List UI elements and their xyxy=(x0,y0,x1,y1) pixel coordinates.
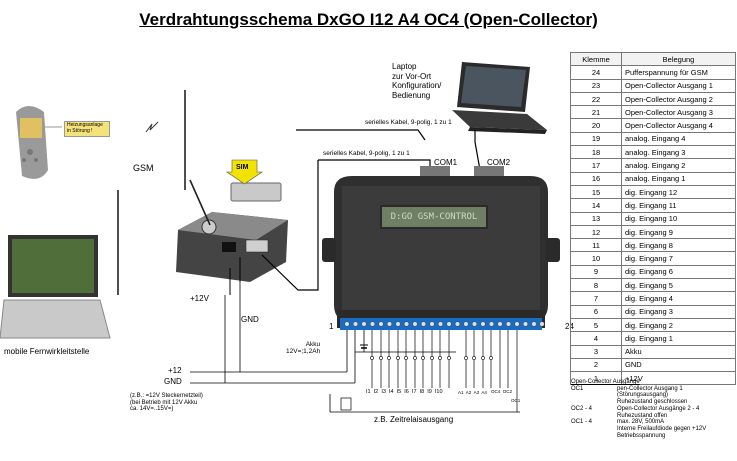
serial-cable-label-1: serielles Kabel, 9-polig, 1 zu 1 xyxy=(365,119,452,126)
analog-input-labels: A1 A2 A3 A4 xyxy=(458,390,487,395)
notes-row: Betriebsspannung xyxy=(617,432,666,439)
mobile-station-label: mobile Fernwirkleitstelle xyxy=(4,347,90,356)
serial-cable-label-2: serielles Kabel, 9-polig, 1 zu 1 xyxy=(323,150,410,157)
table-header-row: Klemme Belegung xyxy=(570,51,736,67)
com2-label: COM2 xyxy=(487,158,511,167)
com1-label: COM1 xyxy=(434,158,458,167)
modem-gnd-label: GND xyxy=(241,315,259,324)
digital-input-labels: I1 I2 I3 I4 I5 I6 I7 I8 I9 I10 xyxy=(366,389,443,395)
controller-lcd-display: D:GO GSM-CONTROL xyxy=(380,205,488,229)
gsm-label: GSM xyxy=(133,163,154,173)
mobile-station-laptop-image xyxy=(0,235,111,339)
power-supply-note: (z.B.: =12V Steckernetzteil) (bei Betrie… xyxy=(130,393,203,413)
table-row: 1+12V xyxy=(570,371,736,386)
gsm-modem xyxy=(176,212,288,282)
laptop-label: Laptop zur Vor-Ort Konfiguration/ Bedien… xyxy=(392,62,442,100)
notes-row: Ruhezustand offen xyxy=(617,412,668,419)
rail-plus12-label: +12 xyxy=(168,366,182,375)
modem-12v-label: +12V xyxy=(190,294,209,303)
input-switches xyxy=(371,330,518,412)
rail-gnd-label: GND xyxy=(164,377,182,386)
notes-heading: Open-Collector Ausgänge xyxy=(571,379,640,385)
mobile-phone-image xyxy=(16,106,48,179)
akku-label: Akku 12V=;1,2Ah xyxy=(286,341,321,356)
oc1-label: OC1 xyxy=(511,398,521,403)
notes-row: (Störungsausgang) xyxy=(617,392,669,399)
config-laptop-image xyxy=(452,62,547,134)
notes-row: Ruhezustand geschlossen xyxy=(617,399,688,406)
relay-output-label: z.B. Zeitrelaisausgang xyxy=(374,415,454,424)
oc-output-labels: OC4 OC2 xyxy=(491,389,513,394)
column-header: Klemme xyxy=(570,51,622,67)
notes-row: Interne Freilaufdiode gegen +12V xyxy=(617,426,707,433)
terminal-screws xyxy=(344,321,545,327)
terminal-24-label: 24 xyxy=(565,322,574,331)
terminal-1-label: 1 xyxy=(329,322,334,331)
sim-label: SIM xyxy=(236,164,249,171)
column-header: Belegung xyxy=(621,51,736,67)
controller-housing xyxy=(322,166,560,330)
sms-message-bubble: Heizungsanlage in Störung ! xyxy=(64,121,110,137)
page-title: Verdrahtungsschema DxGO I12 A4 OC4 (Open… xyxy=(139,10,598,29)
